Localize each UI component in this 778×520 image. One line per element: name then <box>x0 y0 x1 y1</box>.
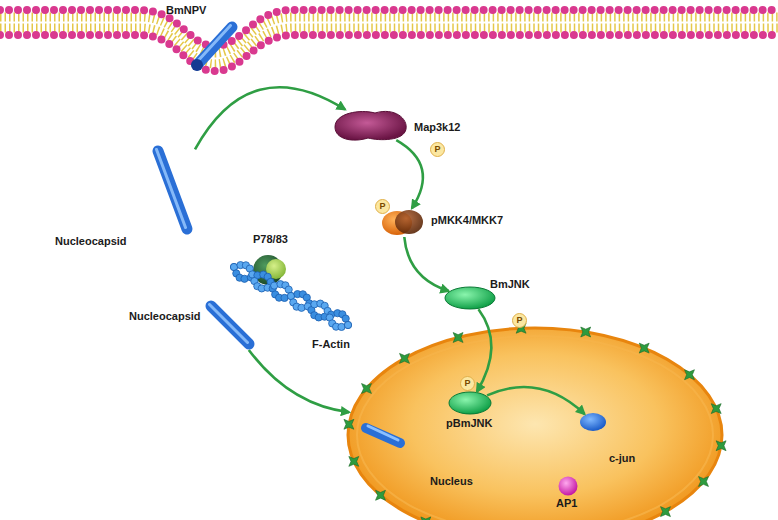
node-label: Nucleus <box>430 475 473 488</box>
signal-arrow <box>396 140 423 208</box>
lipid-bilayer <box>0 10 778 71</box>
nucleocapsid-rod: Nucleocapsid <box>205 300 255 350</box>
nucleus: Nucleus pBmJNK c-junAP1 <box>345 325 725 520</box>
capsid-highlight <box>157 150 186 228</box>
kinase-blob-outline <box>330 105 410 145</box>
nuclear-pore <box>395 349 415 369</box>
capsid-highlight <box>196 26 231 64</box>
docked-nucleocapsid <box>366 426 400 443</box>
nuclear-pore <box>371 485 391 505</box>
cjun-shape <box>580 413 606 431</box>
node-label: AP1 <box>556 497 577 510</box>
signal-arrow <box>487 387 584 414</box>
node-label: pMKK4/MKK7 <box>431 214 503 227</box>
nuclear-pore <box>694 472 714 492</box>
node-label: c-jun <box>609 452 635 465</box>
nuclear-pore <box>416 512 436 520</box>
cjun-protein: c-jun <box>579 412 607 432</box>
nuclear-pore <box>656 502 676 520</box>
capsid-rod <box>197 27 232 65</box>
nuclear-pore <box>680 365 700 385</box>
ap1-shape <box>559 477 578 496</box>
phospho-jnk-outline <box>448 391 492 415</box>
pbmjnk-shape <box>449 392 491 414</box>
phospho-jnk: pBmJNK <box>448 391 492 415</box>
nucleus-outline <box>345 325 725 520</box>
node-label: F-Actin <box>312 338 350 351</box>
nucleocapsid-rod-outline <box>205 300 255 350</box>
virus-particle-outline <box>188 22 236 72</box>
nucleocapsid-rod: Nucleocapsid <box>150 145 195 235</box>
node-label: BmNPV <box>166 4 206 17</box>
signal-arrow <box>477 309 491 391</box>
nuclear-pore <box>706 399 726 419</box>
lipid-heads <box>0 10 778 46</box>
nuclear-pore <box>357 379 377 399</box>
node-label: BmJNK <box>490 278 530 291</box>
signal-arrow <box>404 237 448 291</box>
nucleus-body <box>348 328 722 520</box>
node-label: Nucleocapsid <box>129 310 201 323</box>
ap1-complex: AP1 <box>558 476 578 496</box>
jnk-protein-outline <box>444 286 496 310</box>
bmjnk-shape <box>445 287 495 309</box>
nuclear-envelope <box>357 336 713 520</box>
nuclear-pore <box>576 322 596 342</box>
actin-bead <box>281 294 288 301</box>
node-label: Map3k12 <box>414 121 460 134</box>
nuclear-pore <box>339 414 359 434</box>
signal-arrow <box>195 87 345 149</box>
map3k12-shape <box>335 111 406 140</box>
phospho-tag: P <box>375 199 390 214</box>
kinase-blob: Map3k12 <box>330 105 410 145</box>
actin-filament-outline <box>228 255 353 335</box>
nuclear-pore <box>634 338 654 358</box>
nuclear-pore <box>711 436 731 456</box>
mkk7-shape <box>395 210 423 234</box>
nuclear-pore <box>448 328 468 348</box>
nucleocapsid-rod-outline <box>150 145 195 235</box>
node-label: Nucleocapsid <box>55 235 127 248</box>
node-label: pBmJNK <box>446 417 492 430</box>
jnk-protein: BmJNK <box>444 286 496 310</box>
actin-bead <box>344 321 351 328</box>
signal-arrow <box>249 350 349 412</box>
capsid-tip <box>191 59 203 71</box>
ap1-complex-outline <box>558 476 578 496</box>
nuclear-pore <box>344 452 364 472</box>
capsid-highlight <box>210 305 248 343</box>
actin-filament: F-Actin <box>228 255 353 335</box>
actin-bead <box>344 321 351 328</box>
capsid-highlight <box>368 426 398 440</box>
phospho-tag: P <box>460 376 475 391</box>
phospho-tag: P <box>430 142 445 157</box>
actin-bead <box>338 323 345 330</box>
node-label: P78/83 <box>253 233 288 246</box>
cjun-protein-outline <box>579 412 607 432</box>
virus-particle: BmNPV <box>188 22 236 72</box>
capsid-rod <box>366 428 400 443</box>
phospho-tag: P <box>512 313 527 328</box>
lipid-heads <box>0 35 778 71</box>
